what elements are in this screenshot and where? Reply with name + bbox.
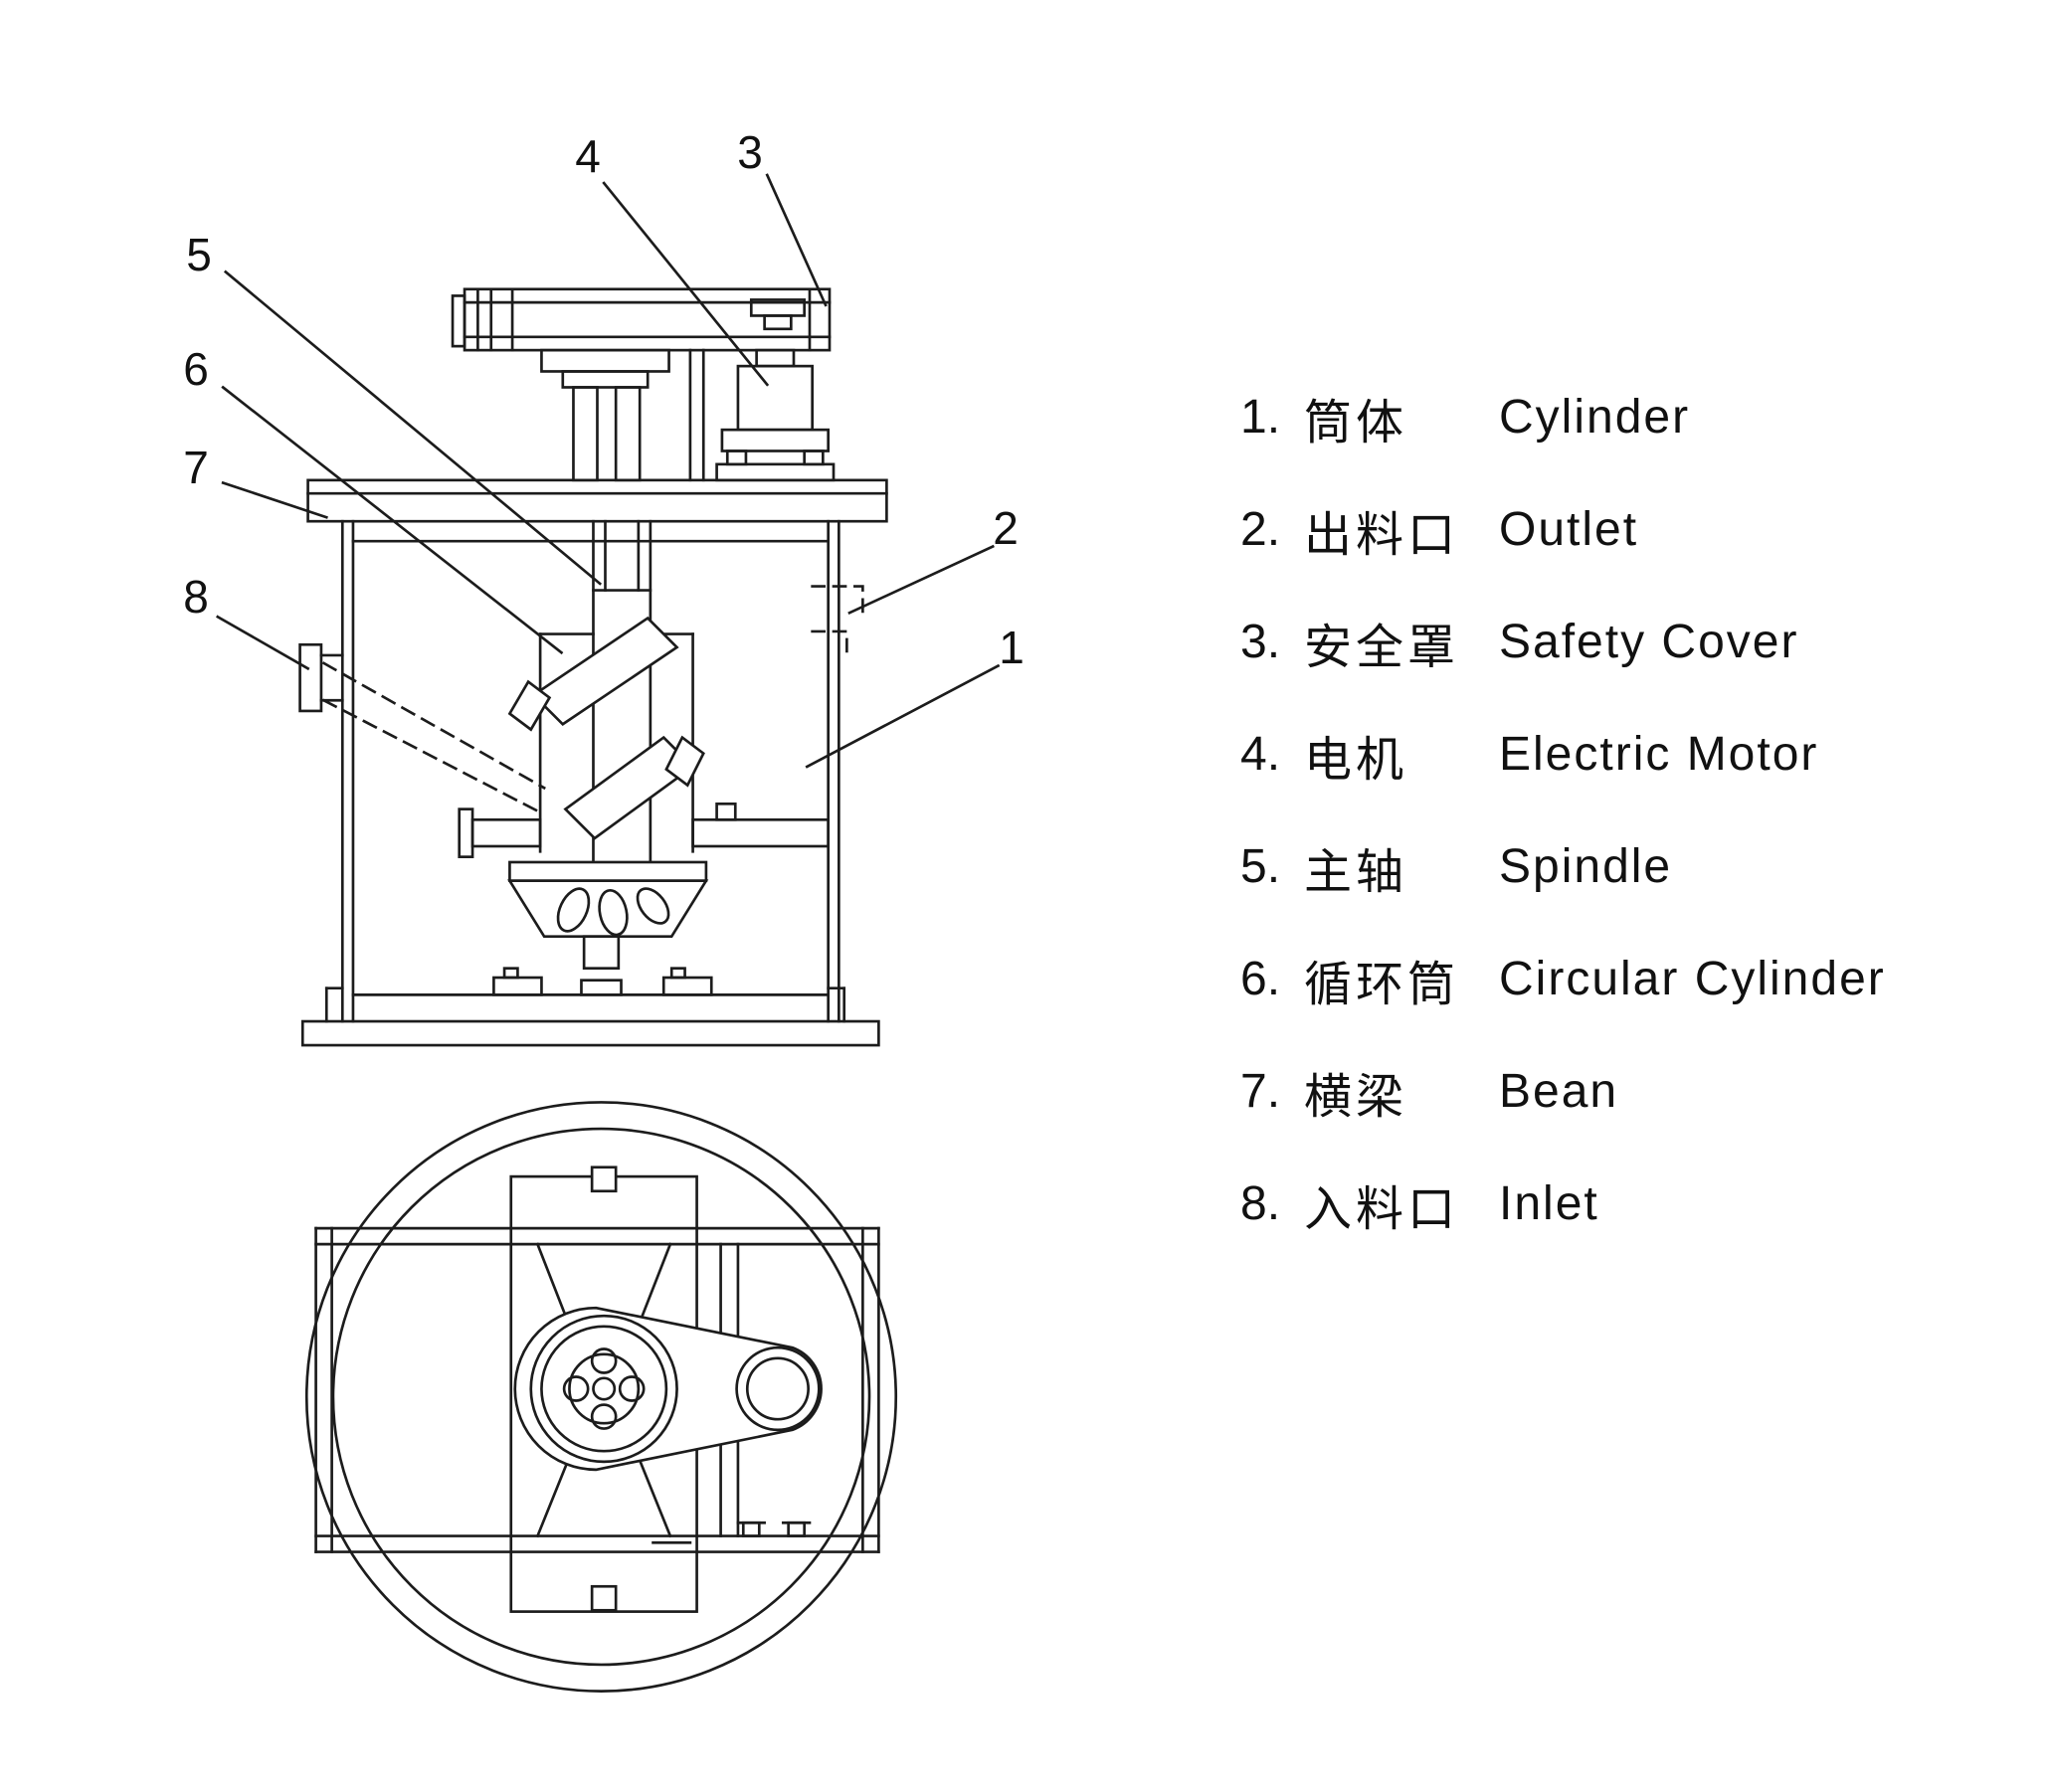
legend-item-english: Electric Motor bbox=[1499, 728, 1819, 781]
legend-item-chinese: 电机 bbox=[1304, 733, 1408, 787]
legend-item-number: 4. bbox=[1240, 728, 1281, 781]
legend-item-8: 8. 入料口 Inlet bbox=[1240, 1148, 1886, 1260]
legend-item-english: Circular Cylinder bbox=[1499, 953, 1886, 1005]
legend-item-english: Inlet bbox=[1499, 1177, 1599, 1230]
legend-item-english: Outlet bbox=[1499, 503, 1639, 556]
electric-motor bbox=[715, 298, 836, 482]
legend-item-number: 6. bbox=[1240, 953, 1281, 1005]
legend-item-2: 2. 出料口 Outlet bbox=[1240, 473, 1886, 586]
legend-item-7: 7. 横梁 Bean bbox=[1240, 1035, 1886, 1148]
callout-number-2: 2 bbox=[993, 502, 1019, 554]
legend-item-number: 8. bbox=[1240, 1177, 1281, 1230]
legend-item-english: Bean bbox=[1499, 1065, 1619, 1118]
beam bbox=[306, 478, 888, 523]
callout-number-4: 4 bbox=[575, 130, 601, 182]
legend-item-4: 4. 电机 Electric Motor bbox=[1240, 698, 1886, 810]
legend-item-1: 1. 筒体 Cylinder bbox=[1240, 361, 1886, 473]
callout-number-5: 5 bbox=[186, 229, 212, 280]
legend-item-english: Cylinder bbox=[1499, 391, 1691, 444]
front-view bbox=[216, 173, 1001, 1047]
legend-item-english: Spindle bbox=[1499, 840, 1673, 893]
legend-item-number: 7. bbox=[1240, 1065, 1281, 1118]
cross-arms bbox=[458, 802, 831, 858]
callout-number-6: 6 bbox=[183, 343, 209, 395]
legend-item-number: 1. bbox=[1240, 391, 1281, 444]
drive-column bbox=[540, 348, 705, 482]
legend-item-chinese: 主轴 bbox=[1304, 845, 1408, 899]
impeller bbox=[507, 860, 709, 971]
safety-cover bbox=[451, 287, 832, 352]
inlet bbox=[298, 642, 546, 816]
callout-number-3: 3 bbox=[737, 126, 763, 178]
legend-item-chinese: 筒体 bbox=[1304, 396, 1408, 449]
parts-legend: 1. 筒体 Cylinder 2. 出料口 Outlet 3. 安全罩 Safe… bbox=[1240, 361, 1886, 1260]
callout-number-8: 8 bbox=[183, 571, 209, 623]
legend-item-chinese: 横梁 bbox=[1304, 1070, 1408, 1124]
frame-bolts bbox=[652, 1521, 812, 1544]
legend-item-number: 5. bbox=[1240, 840, 1281, 893]
legend-item-3: 3. 安全罩 Safety Cover bbox=[1240, 586, 1886, 698]
legend-item-chinese: 循环筒 bbox=[1304, 958, 1460, 1011]
callout-number-1: 1 bbox=[999, 622, 1025, 673]
cylinder-body bbox=[300, 519, 880, 1047]
legend-item-chinese: 出料口 bbox=[1304, 508, 1460, 562]
top-view bbox=[304, 1101, 898, 1693]
legend-item-english: Safety Cover bbox=[1499, 616, 1799, 668]
callout-number-7: 7 bbox=[183, 442, 209, 493]
legend-item-6: 6. 循环筒 Circular Cylinder bbox=[1240, 923, 1886, 1035]
legend-item-chinese: 入料口 bbox=[1304, 1182, 1460, 1236]
legend-item-number: 2. bbox=[1240, 503, 1281, 556]
belt-drive bbox=[513, 1306, 823, 1472]
outlet bbox=[811, 585, 864, 654]
legend-item-chinese: 安全罩 bbox=[1304, 621, 1460, 674]
legend-item-5: 5. 主轴 Spindle bbox=[1240, 810, 1886, 923]
circular-cylinder bbox=[507, 616, 705, 853]
legend-item-number: 3. bbox=[1240, 616, 1281, 668]
leader-lines bbox=[216, 173, 1001, 769]
